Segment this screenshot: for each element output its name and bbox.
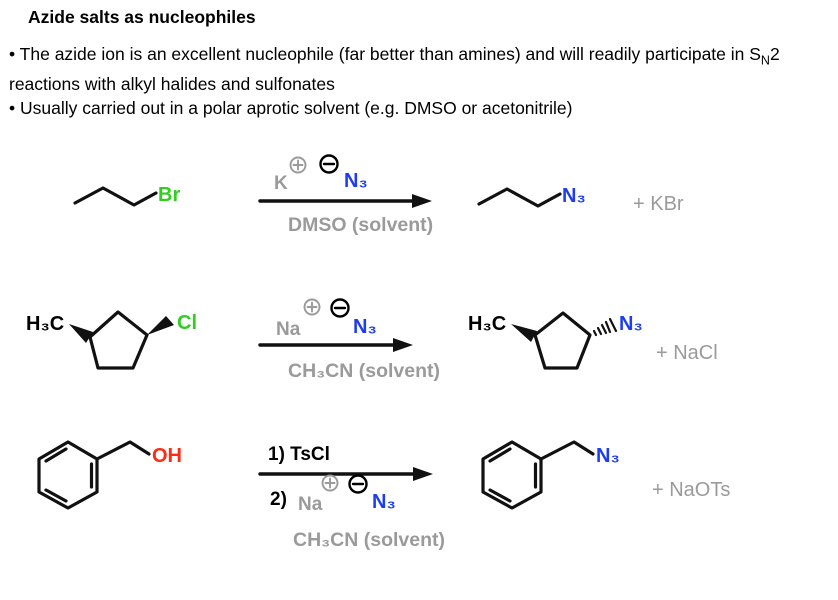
- plus-charge-icon: [303, 298, 321, 316]
- structure-propyl-azide: N₃: [477, 185, 586, 208]
- step2-label: 2): [270, 489, 287, 510]
- benzene-ring: [37, 440, 99, 510]
- cyclopentane-ring: [88, 310, 149, 370]
- bond-line: [73, 186, 158, 207]
- minus-charge-icon: [348, 474, 368, 494]
- solvent-label: DMSO (solvent): [288, 214, 433, 236]
- methyl-label: H₃C: [26, 313, 64, 335]
- wedge-bond: [69, 324, 93, 343]
- bullet-1-text-before: • The azide ion is an excellent nucleoph…: [9, 44, 761, 64]
- wedge-bond: [147, 316, 174, 335]
- structure-propyl-bromide: Br: [73, 184, 180, 207]
- bond-line: [477, 187, 562, 208]
- bromine-label: Br: [158, 184, 180, 206]
- structure-benzyl-azide: N₃: [481, 440, 620, 510]
- azide-reagent-label: N₃: [344, 170, 368, 192]
- hydroxyl-label: OH: [152, 445, 182, 467]
- structure-methylcyclopentyl-chloride: H₃C Cl: [26, 310, 197, 370]
- byproduct-kbr: + KBr: [633, 193, 684, 215]
- bullet-azide-nucleophile: • The azide ion is an excellent nucleoph…: [9, 43, 821, 97]
- reaction-arrow-2: Na N₃ CH₃CN (solvent): [258, 298, 440, 382]
- azide-group-label: N₃: [619, 313, 643, 335]
- minus-charge-icon: [319, 154, 339, 174]
- bullet-1-text-after: 2 reactions with alkyl halides and sulfo…: [9, 44, 780, 94]
- solvent-label: CH₃CN (solvent): [288, 360, 440, 382]
- ch2-bond: [95, 440, 151, 461]
- reaction-arrow-3: 1) TsCl 2) Na N₃ CH₃CN (solvent): [258, 444, 445, 551]
- plus-charge-icon: [289, 156, 307, 174]
- aromatic-double-bonds: [44, 447, 94, 503]
- cyclopentane-ring: [533, 311, 592, 370]
- ch2-bond: [539, 440, 595, 461]
- aromatic-double-bonds: [488, 447, 538, 503]
- sodium-cation-label: Na: [298, 494, 323, 515]
- azide-reagent-label: N₃: [372, 491, 396, 513]
- arrow-head-icon: [412, 194, 432, 208]
- plus-charge-icon: [321, 474, 339, 492]
- azide-reagent-label: N₃: [353, 316, 377, 338]
- arrow-head-icon: [413, 467, 433, 481]
- wedge-bond: [511, 324, 537, 342]
- sodium-cation-label: Na: [276, 319, 301, 340]
- minus-charge-icon: [330, 298, 350, 318]
- solvent-label: CH₃CN (solvent): [293, 529, 445, 551]
- reaction-arrow-1: K N₃ DMSO (solvent): [258, 154, 433, 236]
- benzene-ring: [481, 440, 543, 510]
- structure-benzyl-alcohol: OH: [37, 440, 182, 510]
- azide-group-label: N₃: [562, 185, 586, 207]
- byproduct-nacl: + NaCl: [656, 342, 718, 364]
- bullet-solvent: • Usually carried out in a polar aprotic…: [9, 98, 573, 118]
- chlorine-label: Cl: [177, 312, 197, 334]
- bullet-1-subscript: N: [760, 53, 770, 68]
- azide-group-label: N₃: [596, 445, 620, 467]
- methyl-label: H₃C: [468, 313, 506, 335]
- arrow-head-icon: [393, 338, 413, 352]
- structure-methylcyclopentyl-azide: H₃C N₃: [468, 311, 643, 370]
- step1-label: 1) TsCl: [268, 444, 330, 465]
- byproduct-naots: + NaOTs: [652, 479, 731, 501]
- page-title: Azide salts as nucleophiles: [28, 7, 256, 27]
- hash-wedge-bond: [592, 317, 618, 337]
- potassium-cation-label: K: [274, 173, 288, 194]
